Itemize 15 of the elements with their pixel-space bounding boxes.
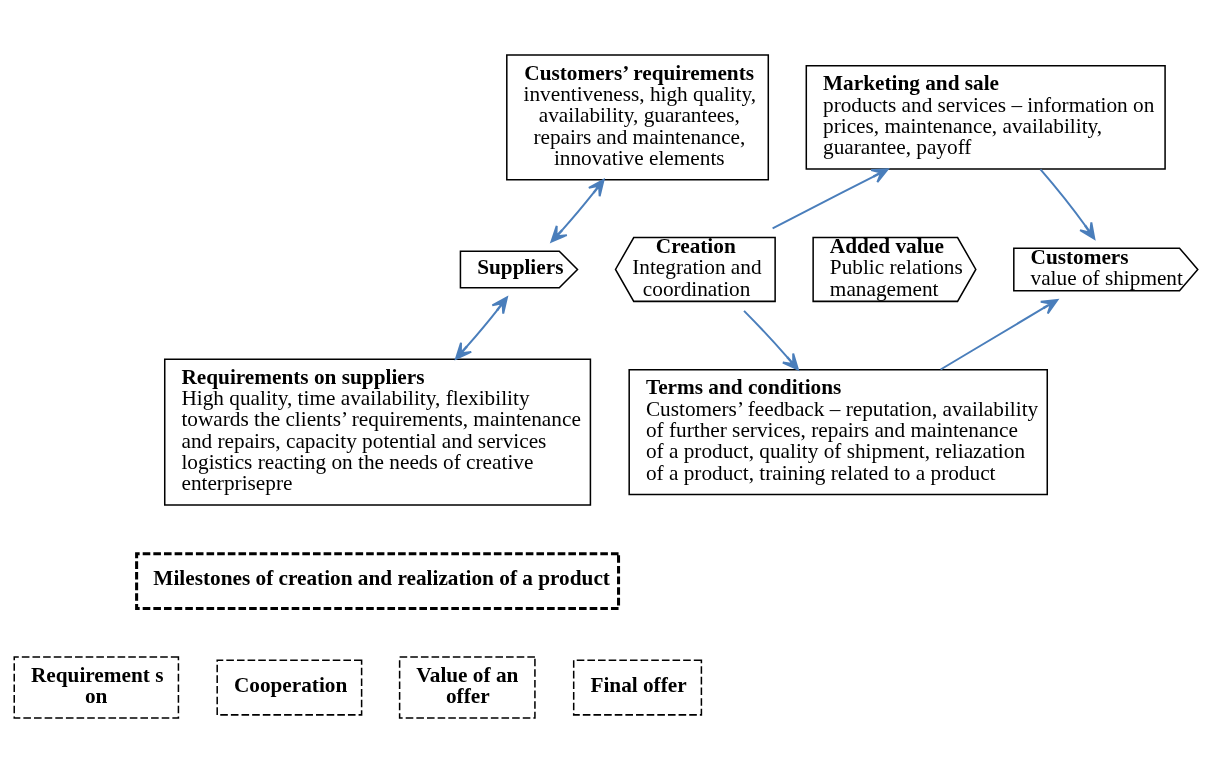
node-box: Milestones of creation and realization of a product (135, 551, 621, 610)
node-box: Requirement s on (13, 655, 180, 719)
arrow (771, 167, 889, 229)
node-box: Value of an offer (398, 655, 536, 719)
arrow (1039, 167, 1096, 240)
arrow (939, 298, 1059, 370)
node-box: Requirements on suppliers High quality, time availability, flexibility towards the clients’ requirements, maintenance and repairs, capacity potential and services logistics reacting on the needs of creative enterprisepre (164, 357, 592, 506)
node-box: Customers’ requirements inventiveness, high quality, availability, guarantees, repairs and maintenance, innovative elements (506, 53, 770, 180)
node-box: Cooperation (216, 658, 363, 716)
arrow (455, 295, 508, 360)
arrow (743, 309, 799, 370)
node-box: Marketing and sale products and services – information on prices, maintenance, availability, guarantee, payoff (805, 64, 1166, 170)
arrow (550, 178, 605, 243)
node-box: Terms and conditions Customers’ feedback – reputation, availability of further services, repairs and maintenance of a product, quality of shipment, reliazation of a product, training related to a product (628, 368, 1048, 495)
node-box: Final offer (572, 658, 703, 716)
